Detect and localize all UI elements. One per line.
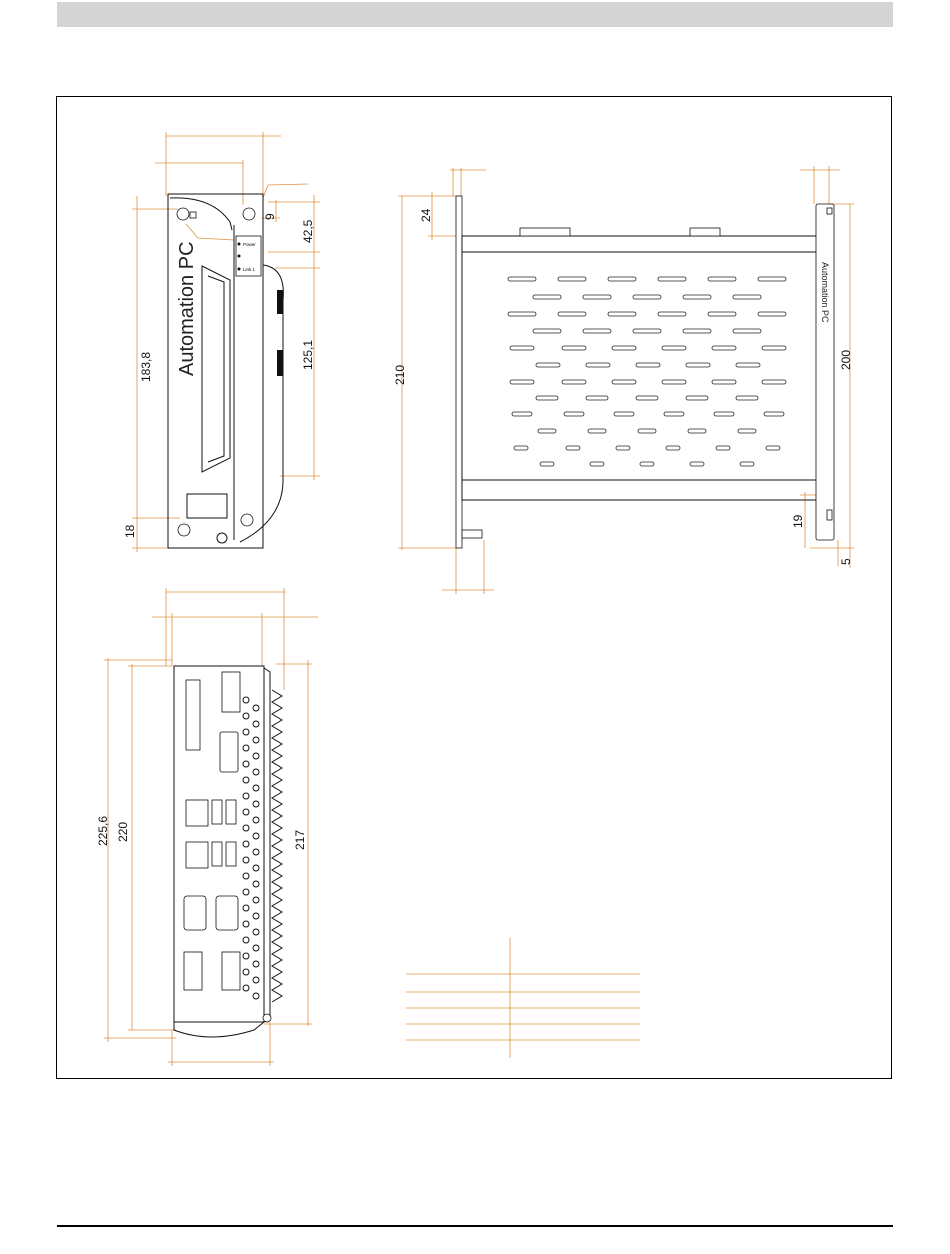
side-vent-slots — [508, 277, 786, 466]
ground-symbol-icon — [217, 533, 227, 543]
usb-port-icon — [226, 800, 236, 824]
dim-side-200: 200 — [839, 350, 853, 370]
side-plate-slot — [827, 510, 832, 520]
front-view: Power Link 1 Automation PC 183,8 18 9 42… — [123, 132, 320, 552]
rear-vent-holes — [243, 697, 259, 999]
dim-rear-217: 217 — [293, 830, 307, 850]
side-view: Automation PC 24 210 200 19 5 — [393, 166, 854, 594]
front-drive-bay-inner — [208, 276, 224, 462]
dvi-port-icon — [220, 732, 238, 772]
dim-front-183-8: 183,8 — [139, 352, 153, 382]
led-icon — [238, 243, 241, 246]
dim-front-9: 9 — [263, 213, 277, 220]
dim-rear-225-6: 225,6 — [96, 816, 110, 846]
dim-side-210: 210 — [393, 365, 407, 385]
terminal-connector — [184, 952, 202, 990]
led-label-link: Link 1 — [243, 267, 256, 272]
front-cover-curve — [240, 265, 283, 542]
rear-view: 225,6 220 217 — [96, 588, 318, 1066]
serial-port-icon — [184, 896, 206, 930]
dimension-table-lines — [406, 938, 640, 1058]
terminal-connector — [222, 672, 240, 712]
side-plate-slot — [827, 208, 832, 214]
power-terminal-connector — [186, 680, 200, 750]
side-right-plate — [816, 204, 834, 540]
ethernet-port-icon — [186, 800, 208, 826]
dim-front-18: 18 — [123, 524, 137, 538]
rear-screw-icon — [263, 1014, 271, 1022]
rear-view-dimension-lines — [104, 588, 318, 1066]
front-latch — [277, 350, 283, 376]
usb-port-icon — [212, 800, 222, 824]
front-drive-bay — [202, 266, 230, 472]
dim-side-24: 24 — [419, 208, 433, 222]
led-label-power: Power — [243, 242, 256, 247]
side-bottom-rail — [462, 480, 818, 500]
terminal-connector — [222, 952, 240, 990]
rear-fin-base — [264, 668, 270, 1022]
serial-port-icon — [216, 896, 238, 930]
front-screw-marker — [190, 212, 196, 218]
ethernet-port-icon — [186, 842, 208, 868]
mounting-hole-icon — [241, 514, 253, 526]
usb-port-icon — [226, 842, 236, 866]
front-label-plate — [187, 494, 227, 518]
dim-front-125-1: 125,1 — [301, 340, 315, 370]
mounting-hole-icon — [243, 208, 255, 220]
led-icon — [238, 255, 241, 258]
rear-bottom-cover — [174, 1022, 264, 1037]
side-top-rail — [462, 236, 818, 252]
side-left-plate — [456, 196, 462, 548]
heat-sink-fins — [272, 690, 282, 1002]
usb-port-icon — [212, 842, 222, 866]
dim-side-5: 5 — [839, 558, 853, 565]
dim-front-42-5: 42,5 — [301, 219, 315, 243]
front-brand-label: Automation PC — [176, 241, 198, 376]
side-connector — [690, 228, 720, 236]
dim-rear-220: 220 — [116, 822, 130, 842]
side-connector — [520, 228, 570, 236]
dim-side-19: 19 — [791, 514, 805, 528]
mounting-hole-icon — [178, 524, 190, 536]
mounting-hole-icon — [177, 208, 189, 220]
side-brand-label: Automation PC — [820, 262, 830, 323]
front-latch — [277, 290, 283, 314]
front-view-dimension-lines — [132, 132, 320, 552]
led-icon — [238, 268, 241, 271]
side-foot — [462, 530, 482, 538]
